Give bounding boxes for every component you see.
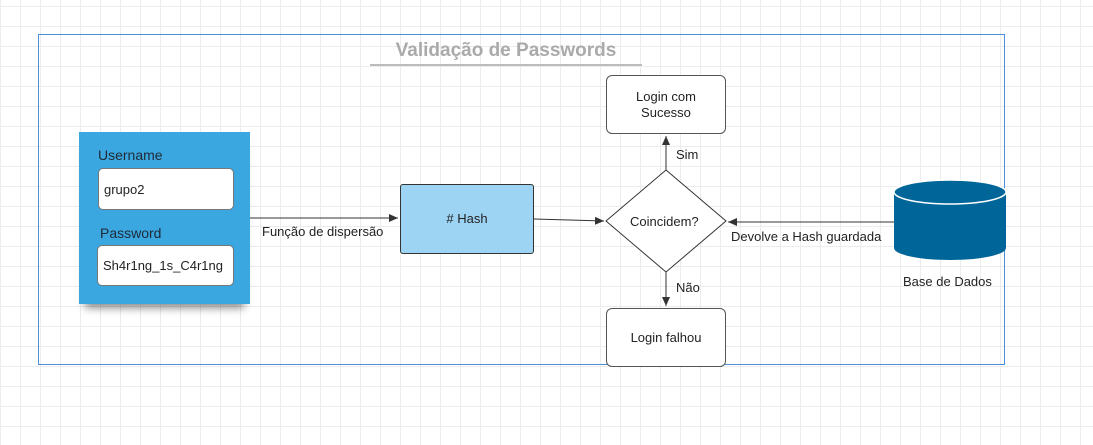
failure-node: Login falhou	[606, 308, 726, 367]
title-underline	[370, 64, 642, 66]
decision-label: Coincidem?	[630, 214, 699, 229]
diagram-title: Validação de Passwords	[395, 40, 617, 61]
hash-node: # Hash	[400, 184, 534, 254]
password-label: Password	[100, 225, 162, 241]
edge-label-dispersion: Função de dispersão	[262, 224, 384, 239]
edge-hash-to-decision	[533, 216, 605, 225]
database-cylinder	[893, 179, 1007, 260]
edge-label-no: Não	[676, 280, 700, 295]
edge-label-returns-hash: Devolve a Hash guardada	[731, 229, 882, 244]
password-field[interactable]: Sh4r1ng_1s_C4r1ng	[97, 245, 234, 286]
database-label: Base de Dados	[903, 274, 992, 289]
edge-label-yes: Sim	[676, 147, 699, 162]
username-label: Username	[98, 147, 163, 163]
username-field[interactable]: grupo2	[98, 168, 234, 210]
